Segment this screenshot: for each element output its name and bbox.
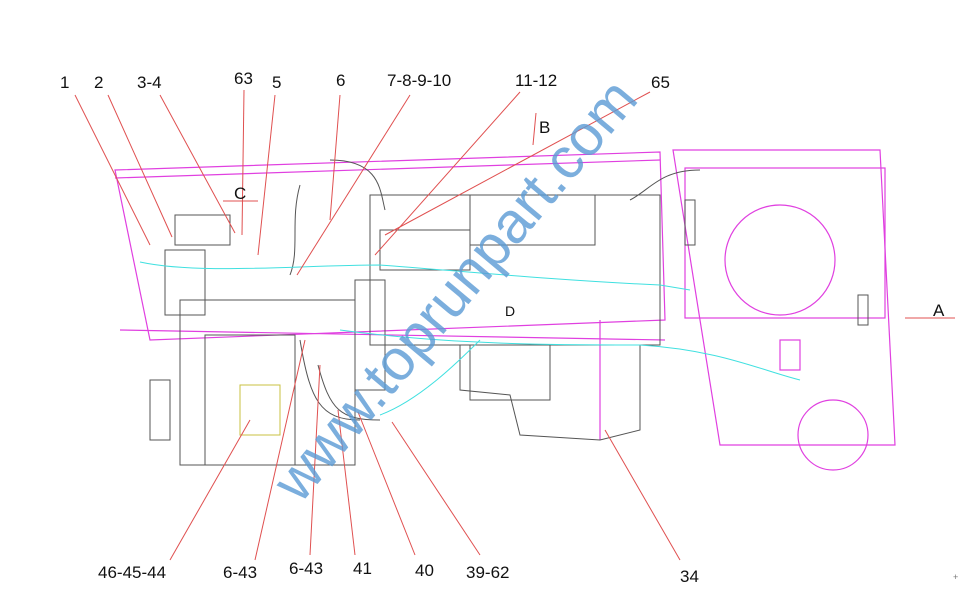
callout-label: 39-62 <box>466 563 509 582</box>
callout-label: 46-45-44 <box>98 563 166 582</box>
callout-label: 2 <box>94 73 103 92</box>
callout-label: 6-43 <box>289 559 323 578</box>
callout-label: 65 <box>651 73 670 92</box>
callout-label: 63 <box>234 69 253 88</box>
callout-label: 6 <box>336 71 345 90</box>
view-marker-a: A <box>933 301 945 320</box>
leader-lines <box>74 89 955 561</box>
callout-label: 3-4 <box>137 73 162 92</box>
callout-label: 41 <box>353 559 372 578</box>
view-marker-d: D <box>505 303 515 319</box>
callout-label: 6-43 <box>223 563 257 582</box>
callout-label: 11-12 <box>515 71 557 90</box>
registration-mark: + <box>953 572 958 582</box>
callout-label: 34 <box>680 567 699 586</box>
view-marker-c: C <box>234 184 246 203</box>
callout-label: 5 <box>272 73 281 92</box>
watermark: www.toprunpart.com <box>260 67 650 515</box>
callout-label: 40 <box>415 561 434 580</box>
callout-label: 7-8-9-10 <box>387 71 451 90</box>
callout-label: 1 <box>60 73 69 92</box>
engine-block <box>149 159 869 466</box>
wiring-harness <box>139 261 801 416</box>
frame-outline <box>114 149 896 471</box>
view-marker-b: B <box>539 118 550 137</box>
